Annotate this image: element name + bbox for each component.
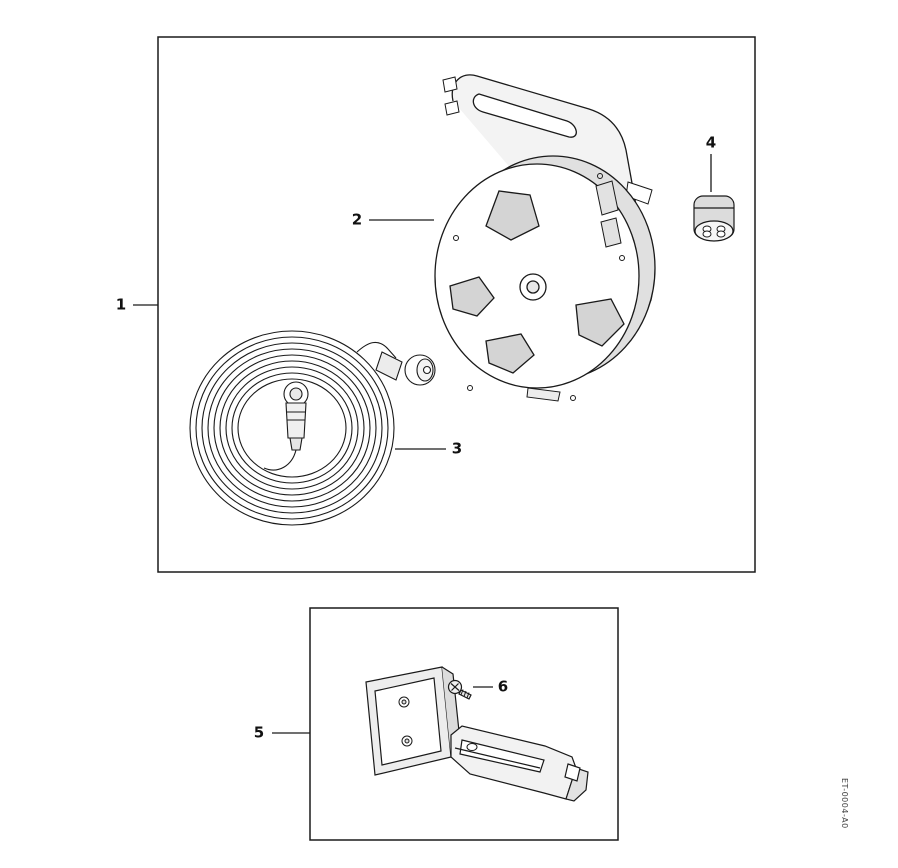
screw-part bbox=[447, 679, 472, 700]
callout-label-6: 6 bbox=[497, 677, 509, 696]
hose-coil-part bbox=[189, 330, 436, 526]
doc-code: ET-0004-A0 bbox=[840, 778, 849, 829]
bracket-frame bbox=[309, 607, 619, 841]
leader-lines bbox=[133, 154, 712, 734]
wall-bracket-part bbox=[365, 666, 589, 802]
callout-label-4: 4 bbox=[705, 133, 717, 152]
callout-label-2: 2 bbox=[351, 210, 363, 229]
reel-disc-part bbox=[434, 74, 656, 402]
callout-label-3: 3 bbox=[451, 439, 463, 458]
coupling-adapter-part bbox=[693, 195, 735, 242]
callout-label-1: 1 bbox=[115, 295, 127, 314]
callout-label-5: 5 bbox=[253, 723, 265, 742]
